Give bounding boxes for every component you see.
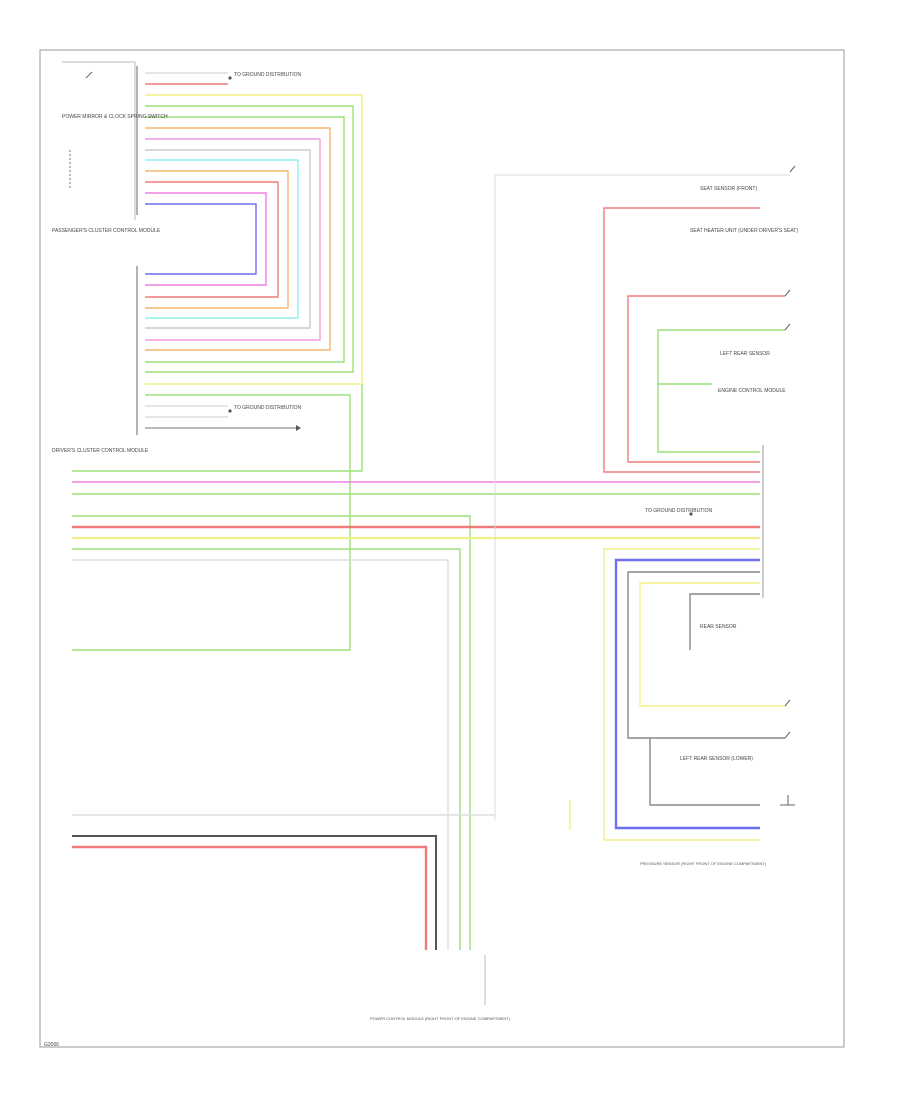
sensor-switch-icons — [780, 165, 796, 806]
label-power-mirror-switch: POWER MIRROR & CLOCK SPRING SWITCH — [62, 114, 168, 120]
label-passenger-module: PASSENGER'S CLUSTER CONTROL MODULE — [52, 228, 161, 234]
ground-dot-b — [228, 409, 232, 413]
right-wiring — [569, 207, 785, 841]
switch-box — [62, 61, 136, 220]
ground-label-b: TO GROUND DISTRIBUTION — [234, 405, 302, 411]
wire-gray-top — [494, 174, 790, 820]
label-left-rear-lower: LEFT REAR SENSOR (LOWER) — [680, 756, 753, 762]
label-left-sensor: LEFT REAR SENSOR — [720, 351, 770, 357]
horizontal-bus — [72, 384, 760, 950]
switch-symbol — [85, 71, 93, 79]
wire-green-drop — [72, 395, 351, 651]
label-engine-control: ENGINE CONTROL MODULE — [718, 388, 786, 394]
label-seat-heater: SEAT HEATER UNIT (UNDER DRIVER'S SEAT) — [690, 228, 798, 234]
ground-dot-a — [228, 76, 232, 80]
label-pressure-sensor: PRESSURE SENSOR (RIGHT FRONT OF ENGINE C… — [640, 861, 767, 866]
label-power-control: POWER CONTROL MODULE (RIGHT FRONT OF ENG… — [370, 1016, 511, 1021]
lower-bundle — [72, 814, 495, 950]
ground-label-a: TO GROUND DISTRIBUTION — [234, 72, 302, 78]
label-seat-sensor-front: SEAT SENSOR (FRONT) — [700, 186, 757, 192]
nested-wire-loops — [145, 94, 363, 385]
corner-label: G2006 — [44, 1042, 59, 1048]
label-rear-sensor: REAR SENSOR — [700, 624, 737, 630]
label-driver-module: DRIVER'S CLUSTER CONTROL MODULE — [52, 448, 149, 454]
diagram-frame — [39, 49, 845, 1048]
arrow-icon — [296, 425, 301, 431]
ground-label-c: TO GROUND DISTRIBUTION — [645, 508, 713, 514]
ground-dot-c — [689, 512, 693, 516]
